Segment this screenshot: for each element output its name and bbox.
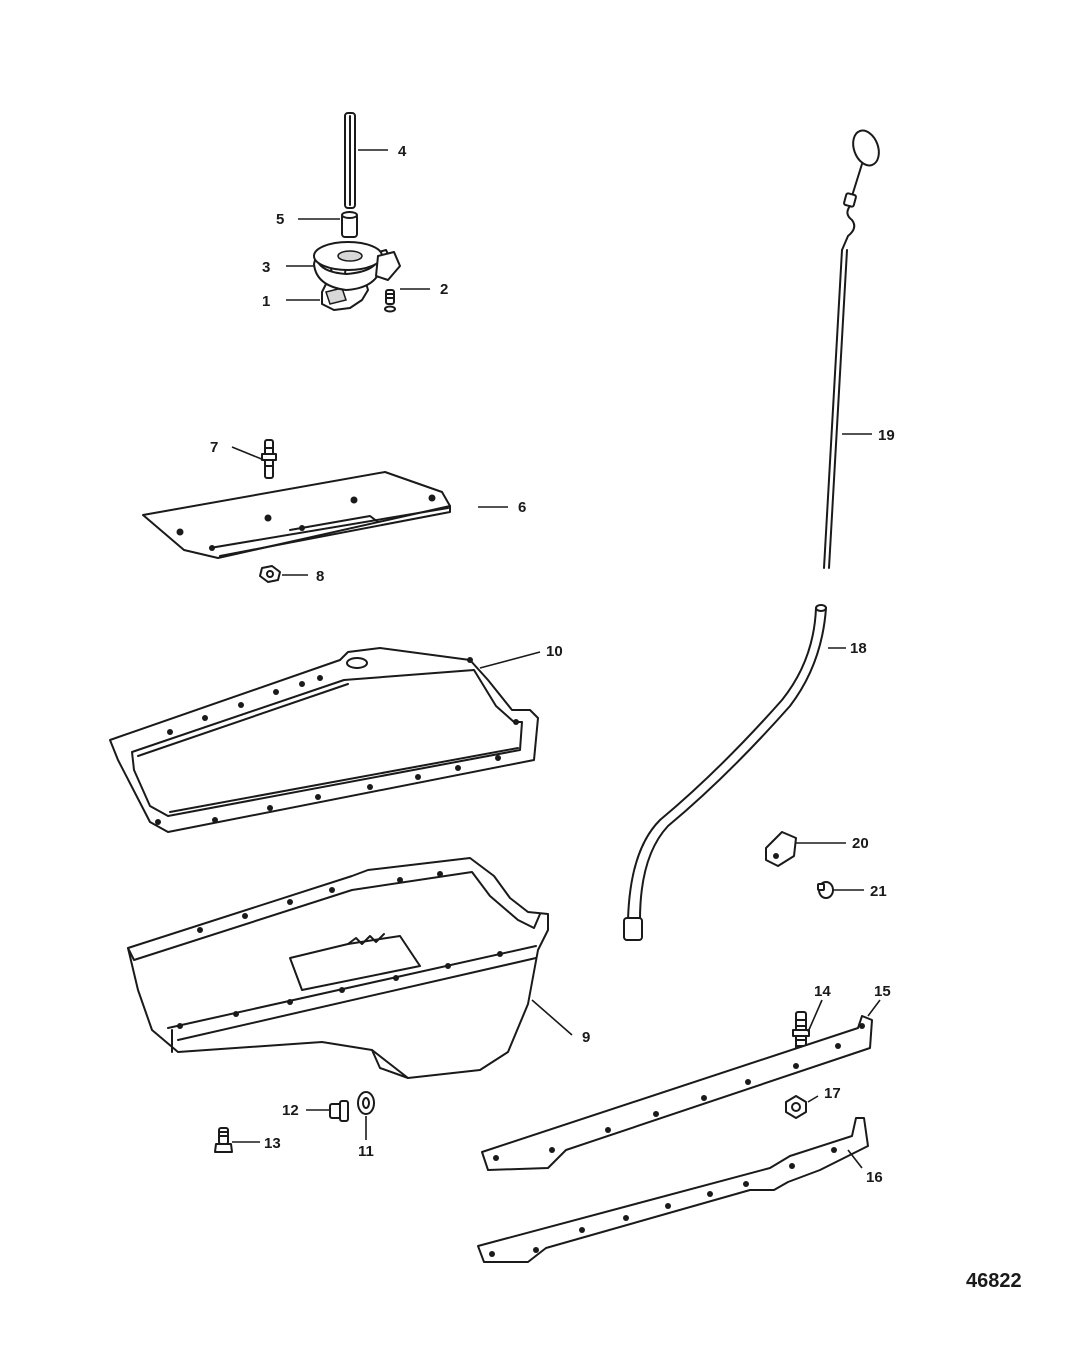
callout-6: 6 [518, 499, 526, 516]
part-17-nut [785, 1095, 807, 1119]
callout-19: 19 [878, 427, 895, 444]
callout-15: 15 [874, 983, 891, 1000]
callout-10: 10 [546, 643, 563, 660]
part-19-dipstick [823, 129, 880, 569]
leader-lines [231, 149, 881, 1169]
diagram-reference-number: 46822 [966, 1270, 1022, 1292]
part-10-pan-gasket [109, 647, 539, 833]
part-8-nut [259, 565, 281, 583]
callout-12: 12 [282, 1102, 299, 1119]
callout-17: 17 [824, 1085, 841, 1102]
callout-16: 16 [866, 1169, 883, 1186]
callout-14: 14 [814, 983, 831, 1000]
part-2-bolt [384, 289, 396, 313]
part-13-bolt [214, 1127, 233, 1153]
callout-3: 3 [262, 259, 270, 276]
part-15-side-gasket [481, 1015, 873, 1171]
callout-7: 7 [210, 439, 218, 456]
callout-labels: 1 2 3 4 5 6 7 8 9 10 11 12 13 14 15 16 1… [210, 143, 895, 1186]
part-16-side-gasket [477, 1117, 869, 1263]
part-12-drain-plug [329, 1100, 349, 1122]
part-20-clip [765, 831, 797, 867]
part-9-oil-pan [127, 857, 549, 1079]
callout-13: 13 [264, 1135, 281, 1152]
part-7-stud [261, 439, 277, 479]
callout-8: 8 [316, 568, 324, 585]
part-5-sleeve [341, 211, 358, 238]
callout-2: 2 [440, 281, 448, 298]
part-3-pickup-screen [313, 241, 401, 291]
part-11-washer [357, 1091, 375, 1115]
part-21-screw [817, 881, 834, 899]
callout-1: 1 [262, 293, 270, 310]
part-18-dipstick-tube [623, 604, 827, 941]
part-4-shaft [344, 112, 356, 209]
callout-9: 9 [582, 1029, 590, 1046]
part-6-windage-tray [142, 471, 451, 559]
callout-18: 18 [850, 640, 867, 657]
callout-11: 11 [358, 1143, 374, 1160]
callout-4: 4 [398, 143, 407, 160]
callout-20: 20 [852, 835, 869, 852]
callout-21: 21 [870, 883, 887, 900]
part-14-stud [792, 1011, 810, 1055]
callout-5: 5 [276, 211, 284, 228]
